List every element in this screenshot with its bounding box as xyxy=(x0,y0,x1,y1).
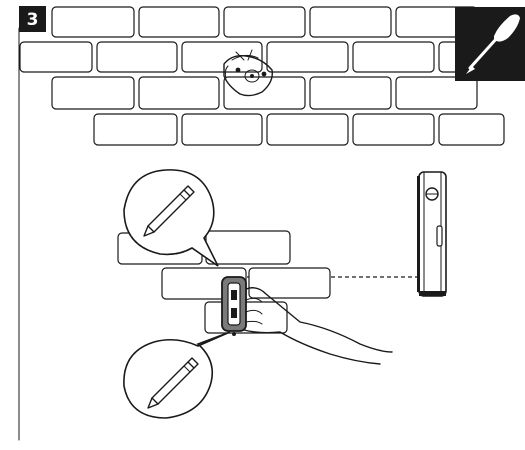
device-mount-with-hand xyxy=(221,276,393,365)
step-number: 3 xyxy=(27,10,39,30)
spirit-level-icon xyxy=(417,171,447,297)
screwdriver-icon xyxy=(466,14,520,74)
step-badge-background xyxy=(19,6,46,32)
step-badge: 3 xyxy=(19,6,46,32)
pencil-icon xyxy=(143,185,195,237)
brick-wall xyxy=(19,6,505,146)
pencil-icon xyxy=(147,357,199,409)
marking-callout-lower xyxy=(123,331,231,419)
wall-mount-bracket-icon xyxy=(223,49,273,97)
tool-badge xyxy=(455,7,525,81)
marking-callout-upper xyxy=(123,169,219,267)
